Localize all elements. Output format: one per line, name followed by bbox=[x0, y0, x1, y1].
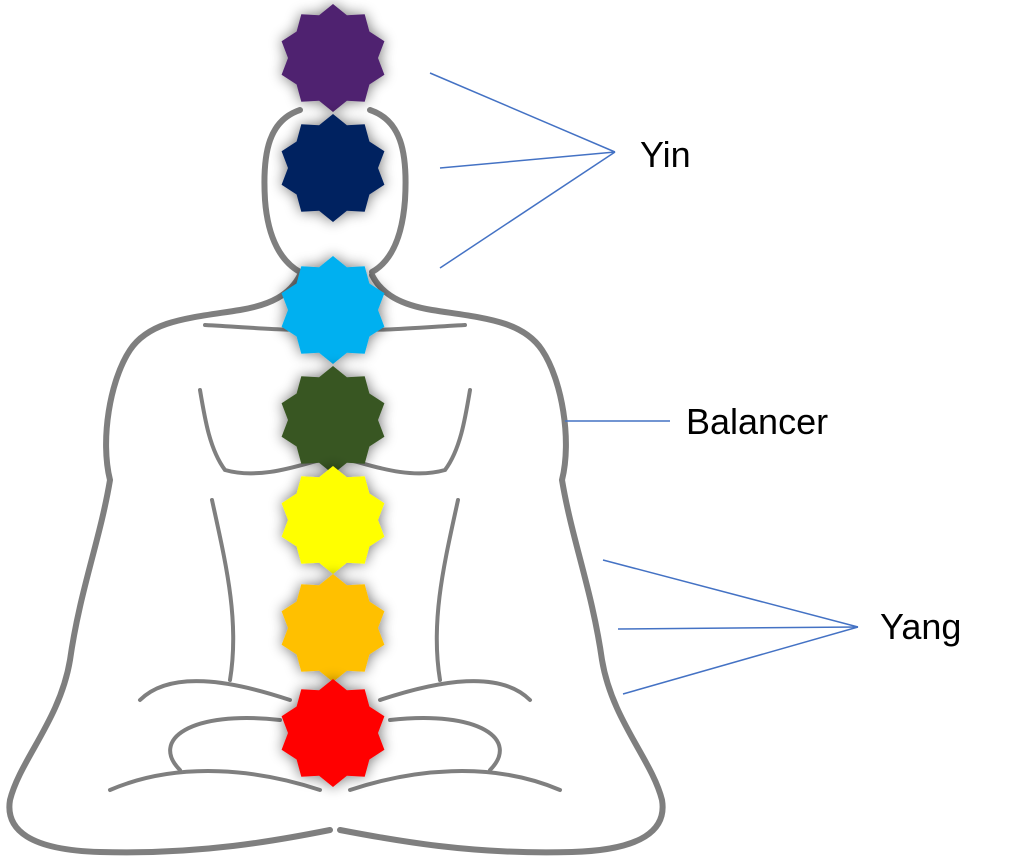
yang-label: Yang bbox=[880, 606, 962, 647]
chakra-third-eye-star bbox=[281, 114, 385, 222]
chakra-crown-star bbox=[281, 4, 385, 112]
balancer-label: Balancer bbox=[686, 401, 829, 442]
yang-line-sacral bbox=[617, 626, 859, 630]
body-outline bbox=[6, 107, 666, 856]
chakra-solar-plexus-star bbox=[281, 466, 385, 574]
chakra-heart-star bbox=[281, 366, 385, 474]
chakra-throat-star bbox=[281, 256, 385, 364]
connector-lines bbox=[429, 72, 859, 695]
yin-line-throat bbox=[439, 151, 616, 269]
yin-label: Yin bbox=[640, 134, 691, 175]
yin-line-crown bbox=[429, 72, 616, 153]
chakra-root-star bbox=[281, 679, 385, 787]
yin-line-third-eye bbox=[439, 151, 616, 169]
yang-line-solar-plexus bbox=[602, 559, 859, 628]
chakra-sacral-star bbox=[281, 574, 385, 682]
yang-line-root bbox=[622, 626, 859, 695]
